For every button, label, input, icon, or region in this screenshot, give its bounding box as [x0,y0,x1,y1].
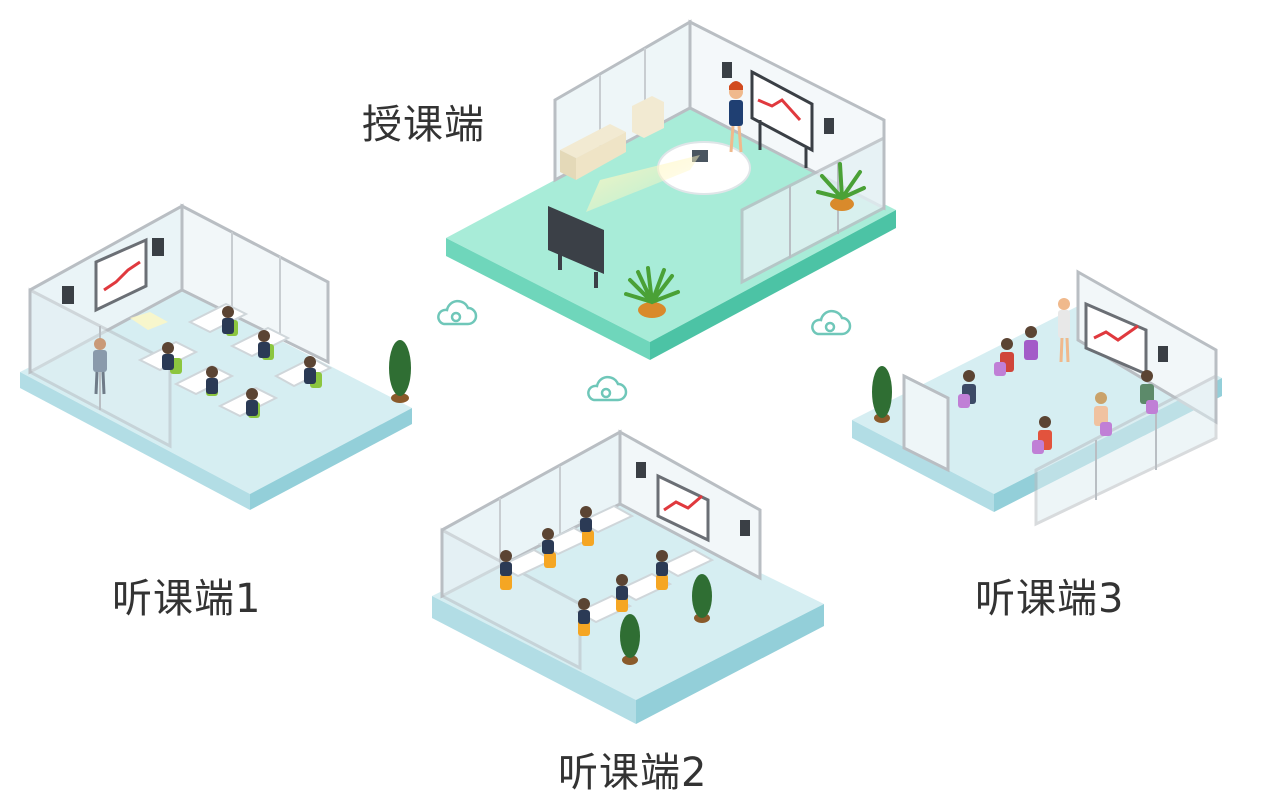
listen-room-3 [852,269,1222,527]
plant-icon [816,162,866,211]
listen-end-2-label: 听课端2 [558,750,708,796]
listen-end-3-label: 听课端3 [975,576,1125,622]
plant-icon [692,574,712,623]
listen-room-1 [20,203,412,510]
listen-end-1-label: 听课端1 [112,576,262,622]
cloud-icon [437,299,478,326]
listen-room-2 [432,429,824,724]
plant-icon [624,266,680,318]
teaching-room [446,19,896,360]
cloud-icon [811,309,852,336]
cloud-icon [587,375,628,402]
teaching-end-label: 授课端 [362,102,485,148]
plant-icon [389,340,411,403]
plant-icon [872,366,892,423]
plant-icon [620,614,640,665]
